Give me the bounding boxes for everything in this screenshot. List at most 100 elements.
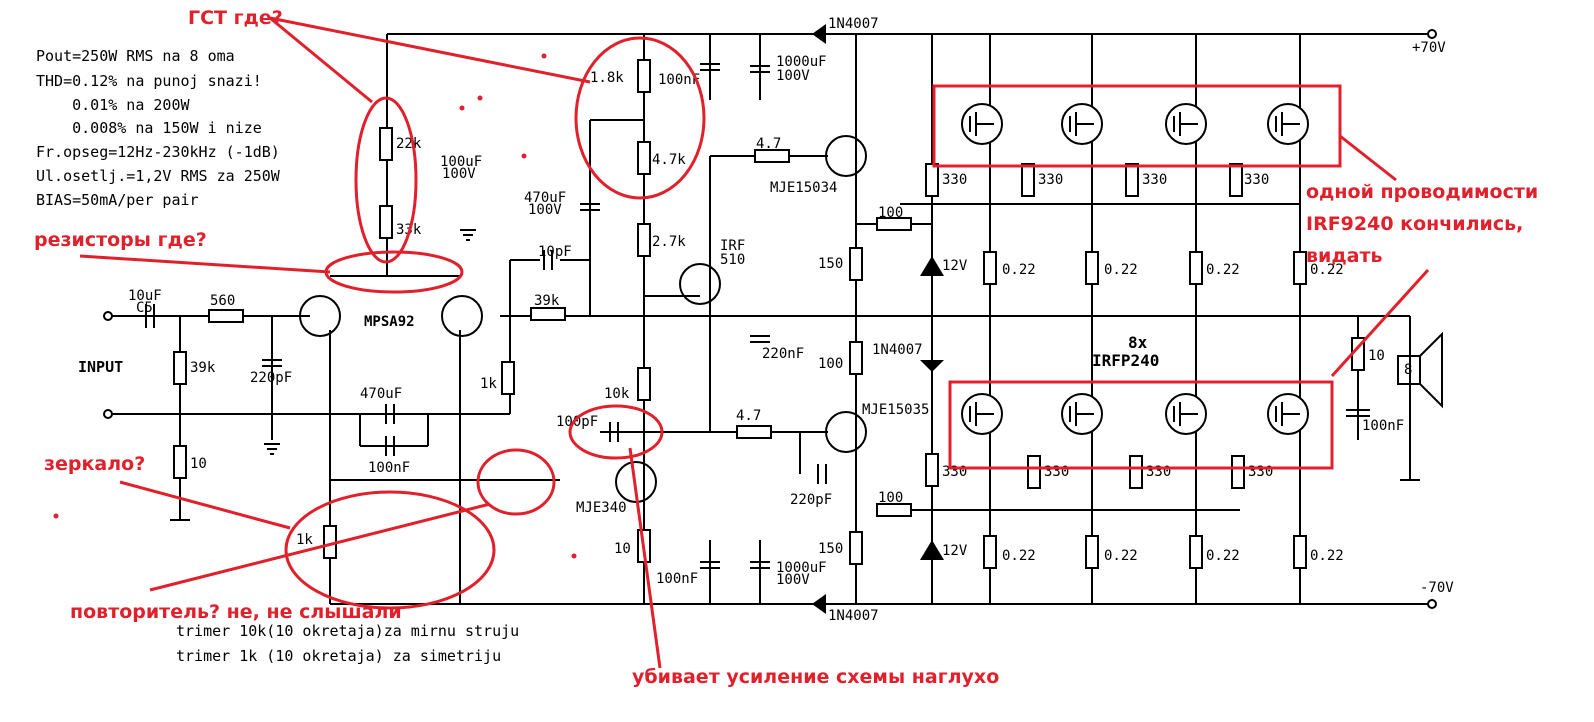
label-c470u-bs: 470uF	[524, 190, 566, 206]
label-c100u-vas: 100uF	[440, 154, 482, 170]
annotation-follower: повторитель? не, не слышали	[70, 601, 402, 623]
output-resistor-label: 0.22	[1104, 548, 1138, 564]
output-resistor-label: 330	[942, 464, 967, 480]
mosfet-irfp240-icon	[1267, 103, 1309, 145]
mosfet-irfp240-icon	[1061, 393, 1103, 435]
label-r150-top: 150	[818, 256, 843, 272]
terminal-group	[103, 29, 1437, 609]
resistor-icon	[849, 341, 863, 375]
resistor-icon	[983, 535, 997, 569]
label-c100u-vas-v: 100V	[442, 166, 476, 182]
mosfet-irfp240-icon	[1165, 393, 1207, 435]
diode-top-icon	[812, 24, 826, 44]
label-r47-bot: 4.7	[736, 408, 761, 424]
label-z12-top: 12V	[942, 258, 968, 274]
bjt-mje15035-icon	[825, 411, 867, 453]
spec-line: 0.01% na 200W	[36, 96, 190, 114]
label-r39k-in: 39k	[190, 360, 216, 376]
label-r10-vas: 10	[614, 541, 631, 557]
label-mje15035: MJE15035	[862, 402, 929, 418]
label-c470-fb: 470uF	[360, 386, 402, 402]
label-d-bot: 1N4007	[828, 608, 879, 624]
diode-mid-icon	[920, 360, 944, 372]
bjt-q1-icon	[299, 295, 341, 337]
annotation-irf9240: IRF9240 кончились,	[1306, 213, 1523, 235]
speaker-icon	[1397, 331, 1443, 409]
label-c5-val: 10uF	[128, 288, 162, 304]
label-mos-count: 8x	[1128, 333, 1148, 352]
label-c100pf: 100pF	[556, 414, 598, 430]
spec-line: 0.008% na 150W i nize	[36, 119, 262, 137]
annotation-text: ГСТ где? резисторы где? зеркало? повтори…	[34, 7, 1538, 688]
annotation-resistors: резисторы где?	[34, 229, 207, 251]
capacitor-group	[145, 63, 1370, 569]
label-c5: C5	[136, 300, 153, 316]
resistor-icon	[754, 149, 790, 163]
label-c1000-top: 1000uF	[776, 54, 827, 70]
label-c10pf: 10pF	[538, 244, 572, 260]
spec-line: Pout=250W RMS na 8 oma	[36, 47, 235, 65]
label-r18k: 1.8k	[590, 70, 624, 86]
label-r39k-fb: 39k	[534, 293, 560, 309]
annotation-apparently: видать	[1306, 245, 1383, 267]
spec-line: Ul.osetlj.=1,2V RMS za 250W	[36, 167, 281, 185]
annotation-gst: ГСТ где?	[188, 7, 283, 29]
label-r22k: 22k	[396, 136, 422, 152]
circle-follower	[284, 490, 496, 610]
ground-group	[170, 229, 1420, 521]
arrow-gst-1	[269, 16, 373, 104]
output-resistor-label: 0.22	[1206, 262, 1240, 278]
input-terminal-icon	[103, 311, 113, 321]
output-resistor-label: 0.22	[1002, 548, 1036, 564]
label-c100n-fb: 100nF	[368, 460, 410, 476]
label-rail-neg: -70V	[1420, 580, 1454, 596]
resistor-icon	[1129, 455, 1143, 489]
annotation-mirror: зеркало?	[44, 453, 145, 475]
arrow-mirror	[119, 480, 291, 530]
resistor-icon	[530, 307, 566, 321]
mosfet-irf510-icon	[679, 263, 721, 305]
label-irf: IRF	[720, 238, 745, 254]
circle-gst-resistors	[354, 96, 418, 264]
pos-rail-terminal-icon	[1427, 29, 1437, 39]
resistor-icon	[1293, 251, 1307, 285]
annotation-kills-gain: убивает усиление схемы наглухо	[632, 666, 999, 688]
label-r100-top: 100	[878, 205, 903, 221]
arrow-lower-box	[1330, 268, 1430, 378]
spec-line: BIAS=50mA/per pair	[36, 191, 199, 209]
output-resistor-label: 0.22	[1310, 262, 1344, 278]
resistor-icon	[1231, 455, 1245, 489]
label-c100n-top: 100nF	[658, 72, 700, 88]
resistor-icon	[1085, 535, 1099, 569]
label-c1000-top-v: 100V	[776, 68, 810, 84]
mosfet-irfp240-icon	[961, 393, 1003, 435]
mosfet-irfp240-icon	[1165, 103, 1207, 145]
input-gnd-terminal-icon	[103, 409, 113, 419]
footer-notes: trimer 10k(10 okretaja)za mirnu struju t…	[176, 622, 519, 665]
label-r47k: 4.7k	[652, 152, 686, 168]
output-resistor-label: 0.22	[1104, 262, 1138, 278]
mosfet-irfp240-icon	[1061, 103, 1103, 145]
output-resistor-label: 330	[942, 172, 967, 188]
output-resistor-label: 0.22	[1002, 262, 1036, 278]
annotation-shapes	[79, 16, 1430, 669]
resistor-icon	[379, 127, 393, 161]
circle-gst-vas	[574, 36, 706, 200]
resistor-icon	[1027, 455, 1041, 489]
resistor-icon	[849, 531, 863, 565]
spec-line: Fr.opseg=12Hz-230kHz (-1dB)	[36, 143, 280, 161]
resistor-icon	[849, 247, 863, 281]
footer-note: trimer 1k (10 okretaja) za simetriju	[176, 647, 501, 665]
label-rail-pos: +70V	[1412, 40, 1446, 56]
resistor-icon	[637, 59, 651, 93]
bjt-mje15034-icon	[825, 135, 867, 177]
mosfet-irfp240-icon	[961, 103, 1003, 145]
box-lower-mosfets	[948, 380, 1334, 470]
resistor-icon	[208, 309, 244, 323]
schematic-wires	[112, 33, 1430, 605]
resistor-icon	[1125, 163, 1139, 197]
box-upper-mosfets	[932, 84, 1342, 168]
label-c1000-bot: 1000uF	[776, 560, 827, 576]
arrow-upper-box	[1339, 134, 1397, 182]
resistor-icon	[173, 445, 187, 479]
